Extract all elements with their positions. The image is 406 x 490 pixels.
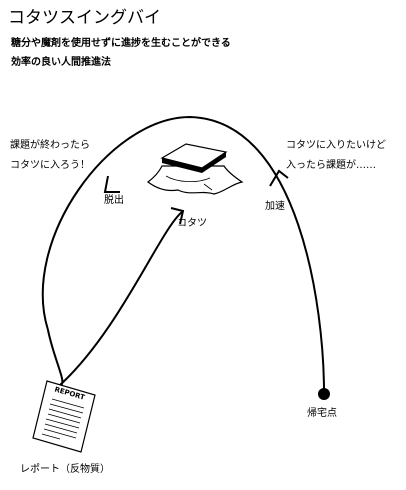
kotatsu-icon — [146, 143, 244, 195]
trajectory-path — [41, 115, 325, 393]
subtitle-line-1: 糖分や魔剤を使用せずに進捗を生むことができる — [11, 38, 231, 49]
diagram-title: コタツスイングバイ — [8, 8, 161, 28]
right-note-line-2: 入ったら課題が…… — [286, 160, 376, 171]
approach-arrow — [170, 207, 185, 225]
right-note-line-1: コタツに入りたいけど — [286, 140, 386, 151]
left-note-line-2: コタツに入ろう！ — [10, 160, 90, 171]
accelerate-arrow — [269, 169, 289, 187]
kotatsu-label: コタツ — [177, 218, 207, 229]
report-label: レポート（反物質） — [20, 464, 110, 475]
escape-arrow — [103, 175, 120, 193]
home-point-label: 帰宅点 — [307, 408, 337, 419]
subtitle-line-2: 効率の良い人間推進法 — [11, 57, 111, 68]
left-note-line-1: 課題が終わったら — [10, 140, 90, 151]
accelerate-label: 加速 — [265, 201, 285, 212]
report-paper-icon: REPORT — [32, 380, 96, 453]
home-point-dot — [318, 388, 330, 400]
escape-label: 脱出 — [104, 195, 124, 206]
